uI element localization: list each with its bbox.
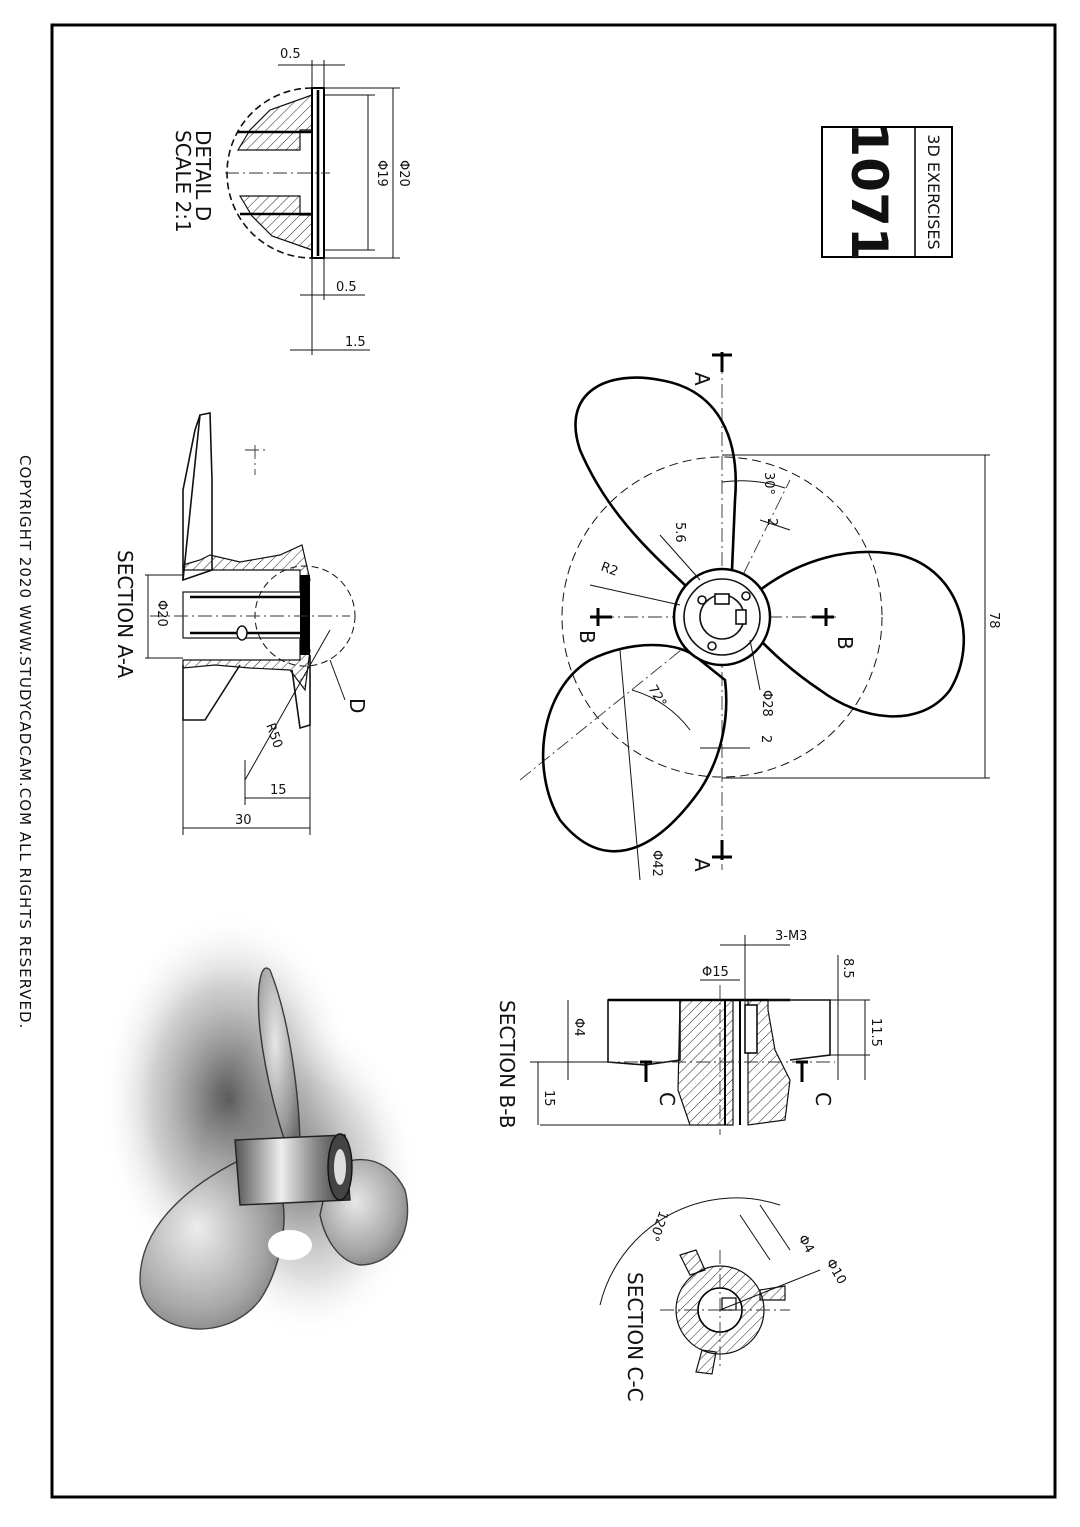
cut-label-a-top: A — [690, 372, 714, 386]
section-bb-title: SECTION B-B — [495, 1000, 519, 1128]
section-cc-title: SECTION C-C — [623, 1272, 647, 1402]
section-aa-dim-3: 15 — [270, 783, 287, 798]
front-dim-5: R2 — [599, 560, 620, 580]
section-bb-dim-3: 8.5 — [840, 958, 855, 979]
front-dim-3: 2 — [764, 518, 779, 526]
section-cc-view: 120° Φ4 Φ10 SECTION C-C — [599, 1197, 849, 1402]
detail-d-dim-5: 1.5 — [345, 335, 366, 350]
detail-d-scale: SCALE 2:1 — [171, 130, 195, 233]
cut-label-a-bottom: A — [690, 858, 714, 872]
section-bb-dim-2: Φ15 — [702, 965, 729, 980]
title-block-caption: 3D EXERCISES — [924, 134, 943, 249]
detail-d-title: DETAIL D — [191, 130, 215, 221]
section-bb-dim-5: Φ4 — [571, 1018, 586, 1037]
title-block-number: 1071 — [840, 122, 898, 261]
detail-d-dim-4: 0.5 — [336, 280, 357, 295]
section-aa-dim-4: 30 — [235, 813, 252, 828]
detail-d-view: 0.5 Φ19 Φ20 0.5 1.5 DETAIL D SCALE 2:1 — [171, 47, 411, 355]
cut-label-b-left: B — [575, 630, 599, 644]
front-dim-8: 2 — [758, 735, 773, 743]
section-bb-view: 3-M3 Φ15 8.5 11.5 Φ4 15 C C SECTION B-B — [495, 929, 883, 1135]
section-aa-dim-2: R50 — [262, 721, 285, 750]
title-block: 3D EXERCISES 1071 — [821, 122, 953, 262]
section-cc-dim-2: Φ4 — [795, 1233, 817, 1257]
section-cc-dim-3: Φ10 — [823, 1257, 849, 1288]
section-aa-title: SECTION A-A — [113, 550, 137, 678]
section-aa-view: Φ20 R50 15 30 D SECTION A-A — [113, 412, 369, 835]
front-dim-4: 5.6 — [672, 522, 687, 543]
front-view: A A B B 78 30° 2 5.6 R2 Φ28 72° 2 Φ42 — [519, 352, 1001, 881]
section-bb-dim-1: 3-M3 — [775, 929, 807, 944]
detail-d-dim-2: Φ19 — [374, 160, 389, 187]
section-cc-dim-1: 120° — [646, 1209, 671, 1244]
cut-label-c-left: C — [655, 1092, 679, 1106]
propeller-3d-render — [100, 910, 420, 1340]
front-dim-1: 78 — [986, 612, 1001, 629]
section-aa-dim-1: Φ20 — [154, 600, 169, 627]
section-bb-dim-4: 11.5 — [868, 1018, 883, 1047]
front-dim-6: Φ28 — [759, 690, 774, 717]
copyright-note: COPYRIGHT 2020 WWW.STUDYCADCAM.COM ALL R… — [16, 455, 34, 1029]
sheet-border — [50, 23, 1057, 1499]
front-dim-9: Φ42 — [649, 850, 664, 877]
front-dim-2: 30° — [761, 472, 776, 495]
cut-label-c-right: C — [811, 1092, 835, 1106]
detail-d-dim-3: Φ20 — [396, 160, 411, 187]
cut-label-b-right: B — [833, 636, 857, 650]
detail-d-dim-1: 0.5 — [280, 47, 301, 62]
section-aa-marker: D — [345, 698, 369, 713]
section-bb-dim-6: 15 — [541, 1090, 556, 1107]
